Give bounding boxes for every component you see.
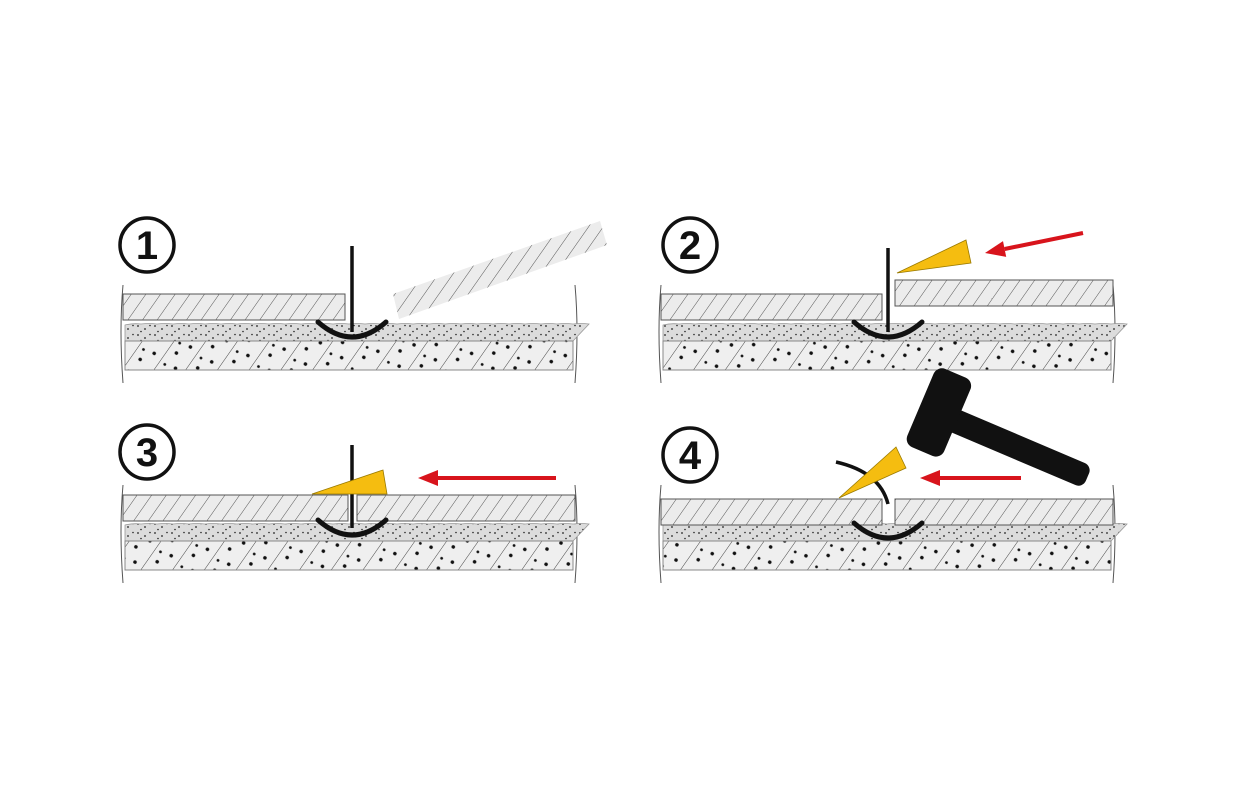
step-number-circle bbox=[118, 216, 176, 274]
concrete-substrate bbox=[124, 340, 574, 371]
concrete-substrate bbox=[662, 340, 1112, 371]
concrete-substrate bbox=[662, 540, 1112, 571]
step-number: 3 bbox=[136, 431, 158, 475]
leveling-wedge bbox=[838, 446, 907, 499]
tile-left bbox=[122, 494, 349, 522]
tile-left bbox=[660, 293, 883, 321]
leveling-wedge bbox=[311, 469, 388, 495]
mallet-handle bbox=[937, 406, 1090, 486]
leveling-clip-base bbox=[851, 520, 925, 541]
leveling-clip-base bbox=[851, 319, 925, 340]
step-number-circle bbox=[118, 423, 176, 481]
arrow-head bbox=[418, 470, 438, 486]
tile-right bbox=[894, 498, 1114, 526]
break-line-left bbox=[658, 284, 662, 384]
tile-left bbox=[660, 498, 883, 526]
leveling-clip-base bbox=[315, 319, 389, 340]
tile-right bbox=[356, 494, 576, 522]
concrete-substrate bbox=[124, 540, 574, 571]
step-1-panel: 1 bbox=[118, 216, 607, 384]
step-3-panel: 3 bbox=[118, 423, 590, 584]
leveling-wedge bbox=[896, 239, 972, 274]
break-line-left bbox=[120, 484, 124, 584]
break-line-left bbox=[658, 484, 662, 584]
step-number-circle bbox=[661, 426, 719, 484]
step-number: 2 bbox=[679, 224, 701, 268]
mortar-bed bbox=[124, 323, 590, 342]
step-number: 4 bbox=[679, 434, 702, 478]
break-line-left bbox=[120, 284, 124, 384]
tile-right-tilted bbox=[393, 221, 607, 319]
step-4-panel: 4 bbox=[658, 368, 1128, 584]
leveling-clip-base bbox=[315, 517, 389, 538]
rubber-mallet-icon bbox=[906, 368, 1090, 486]
arrow-head bbox=[920, 470, 940, 486]
step-number: 1 bbox=[136, 224, 158, 268]
step-2-panel: 2 bbox=[658, 216, 1128, 384]
mortar-bed bbox=[662, 323, 1128, 342]
tile-right bbox=[894, 279, 1114, 307]
tile-left bbox=[122, 293, 346, 321]
step-number-circle bbox=[661, 216, 719, 274]
arrow-head bbox=[985, 241, 1007, 257]
arrow-shaft bbox=[1004, 231, 1084, 251]
mallet-head bbox=[906, 368, 972, 457]
